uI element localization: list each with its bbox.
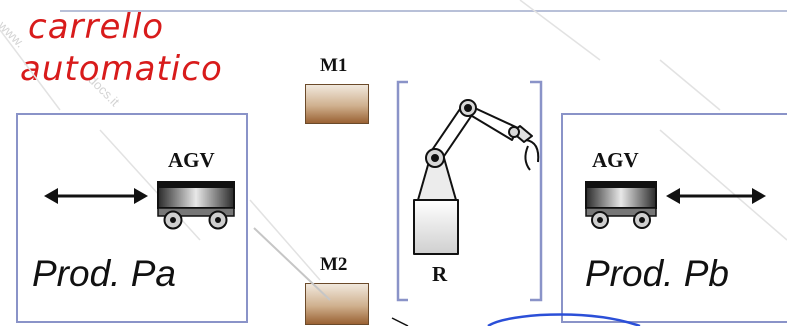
machine-m1-box <box>305 84 369 124</box>
left-double-arrow <box>44 188 148 204</box>
watermark-lines <box>0 0 787 281</box>
left-agv-label: AGV <box>168 148 215 172</box>
machine-m2-box <box>305 283 369 325</box>
robot-cell-brackets <box>396 80 543 302</box>
blue-pen-mark <box>487 313 641 326</box>
right-agv-label: AGV <box>592 148 639 172</box>
right-product-label: Prod. Pb <box>585 253 729 294</box>
machine-m1-label: M1 <box>320 55 348 76</box>
robot-label: R <box>432 262 448 286</box>
blue-pen-tick <box>391 317 409 326</box>
handwritten-annotation-line1: carrello <box>28 7 165 47</box>
machine-m2-label: M2 <box>320 254 348 275</box>
right-agv-icon <box>585 181 657 229</box>
right-station-panel <box>561 113 787 323</box>
handwritten-annotation-line2: automatico <box>20 49 223 89</box>
diagonal-stroke <box>253 227 331 301</box>
left-agv-icon <box>157 181 235 230</box>
right-double-arrow <box>666 188 766 204</box>
top-rule <box>60 10 787 12</box>
left-product-label: Prod. Pa <box>32 253 176 294</box>
robot-arm-icon <box>413 99 540 255</box>
